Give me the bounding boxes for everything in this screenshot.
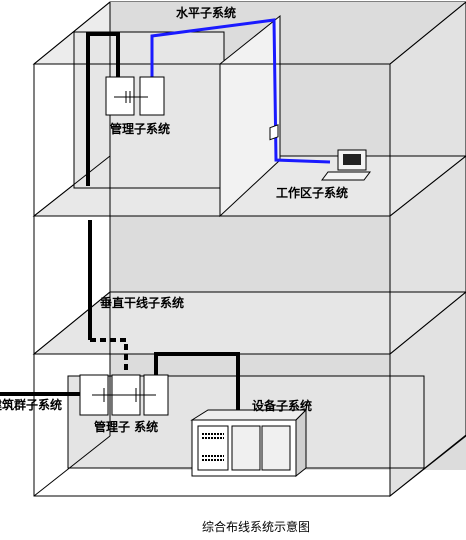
diagram-caption: 综合布线系统示意图 [202,519,310,534]
backbone-cable [0,32,240,416]
label-vertical-backbone: 垂直干线子系统 [100,295,184,310]
label-work-area: 工作区子系统 [276,185,348,200]
equipment-rack-icon [190,408,308,478]
front-frame [33,63,391,497]
label-horizontal-subsystem: 水平子系统 [176,5,236,20]
cabinet-icon [139,76,165,116]
label-campus: 建筑群子系统 [0,397,62,412]
label-equipment: 设备子系统 [252,398,312,413]
building [32,1,466,498]
computer-icon [321,149,371,181]
horizontal-cable [150,18,331,164]
bottom-admin-cabinets [79,374,169,416]
wall-outlet-icon [269,124,279,141]
top-admin-cabinets [105,76,165,116]
label-admin-top: 管理子系统 [110,121,170,136]
label-admin-bottom: 管理子 系统 [94,419,158,434]
cabinet-icon [105,76,135,116]
